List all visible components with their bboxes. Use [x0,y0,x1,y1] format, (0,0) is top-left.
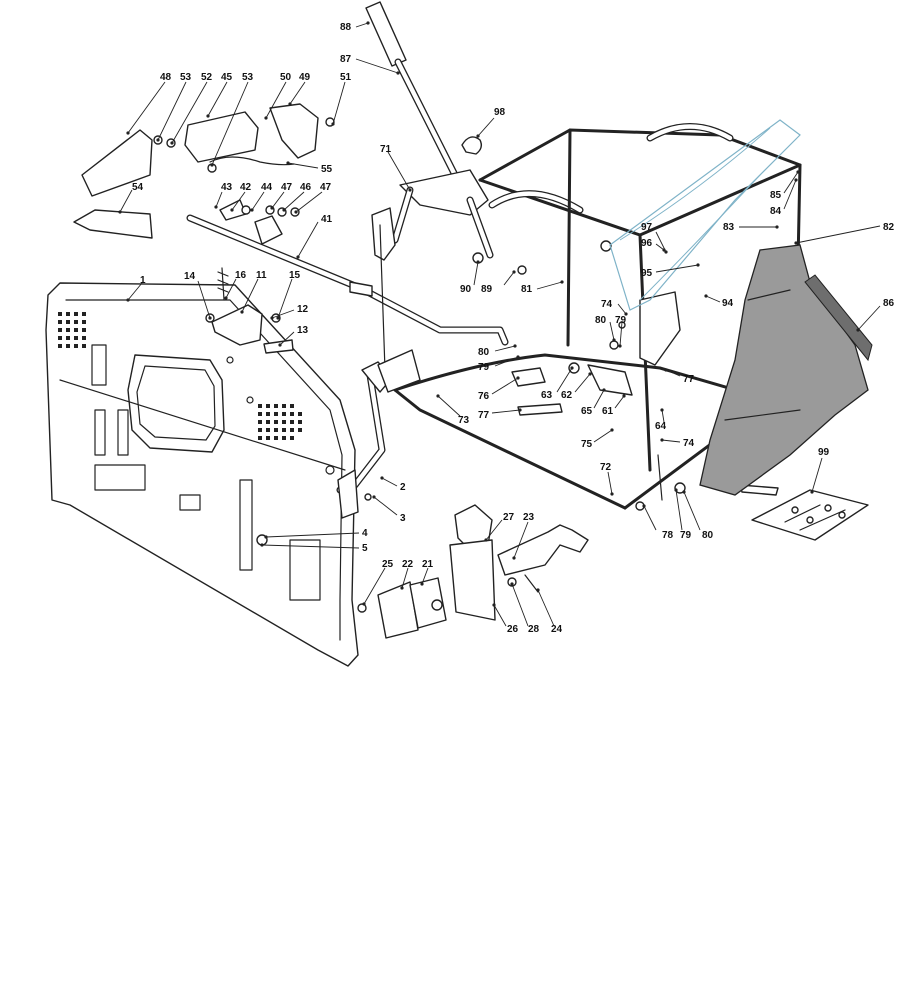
callout-46: 46 [300,182,312,193]
bag-frame-overlay [609,119,801,311]
callout-81: 81 [521,284,533,295]
callout-47a: 47 [281,182,293,193]
callout-77a: 77 [683,374,695,385]
callouts: 88 87 98 71 48 53 52 45 53 50 49 51 55 4… [118,21,895,635]
callout-24: 24 [551,624,563,635]
callout-74a: 74 [601,299,613,310]
callout-21: 21 [422,559,434,570]
callout-12: 12 [297,304,309,315]
callout-54: 54 [132,182,144,193]
callout-49: 49 [299,72,311,83]
callout-79c: 79 [680,530,692,541]
callout-4: 4 [362,528,368,539]
knob-98 [461,136,483,155]
callout-63: 63 [541,390,553,401]
callout-97: 97 [641,222,653,233]
lift-rod [186,214,509,346]
callout-23: 23 [523,512,535,523]
callout-41: 41 [321,214,333,225]
callout-52: 52 [201,72,213,83]
callout-65: 65 [581,406,593,417]
callout-80b: 80 [478,347,490,358]
callout-27: 27 [503,512,515,523]
callout-25: 25 [382,559,394,570]
callout-78: 78 [662,530,674,541]
callout-14: 14 [184,271,196,282]
callout-5: 5 [362,543,368,554]
callout-48: 48 [160,72,172,83]
callout-88: 88 [340,22,352,33]
callout-85: 85 [770,190,782,201]
callout-42: 42 [240,182,252,193]
callout-3: 3 [400,513,406,524]
callout-15: 15 [289,270,301,281]
callout-1: 1 [140,275,146,286]
callout-90: 90 [460,284,472,295]
callout-50: 50 [280,72,292,83]
callout-45: 45 [221,72,233,83]
hardware-kit [751,489,869,541]
callout-76: 76 [478,391,490,402]
callout-79a: 79 [615,315,627,326]
callout-11: 11 [256,270,267,281]
callout-95: 95 [641,268,653,279]
callout-87: 87 [340,54,352,65]
callout-71: 71 [380,144,392,155]
callout-28: 28 [528,624,540,635]
callout-73: 73 [458,415,470,426]
lower-brackets [357,504,589,639]
callout-2: 2 [400,482,406,493]
callout-86: 86 [883,298,895,309]
callout-44: 44 [261,182,273,193]
callout-96: 96 [641,238,653,249]
callout-72: 72 [600,462,612,473]
callout-64: 64 [655,421,667,432]
callout-79b: 79 [478,362,490,373]
callout-16: 16 [235,270,247,281]
callout-75: 75 [581,439,593,450]
callout-99: 99 [818,447,830,458]
callout-62: 62 [561,390,573,401]
callout-61: 61 [602,406,614,417]
callout-82: 82 [883,222,895,233]
callout-43: 43 [221,182,233,193]
callout-98: 98 [494,107,506,118]
callout-13: 13 [297,325,309,336]
callout-22: 22 [402,559,414,570]
callout-74b: 74 [683,438,695,449]
grass-bag [699,244,873,496]
callout-53b: 53 [242,72,254,83]
vent-grid-left [58,312,86,348]
callout-80a: 80 [595,315,607,326]
callout-89: 89 [481,284,493,295]
upper-left-hardware [73,103,335,245]
callout-80c: 80 [702,530,714,541]
vent-grid-right [258,404,302,440]
callout-94: 94 [722,298,734,309]
lift-lever [365,1,494,259]
callout-26: 26 [507,624,519,635]
callout-83: 83 [723,222,735,233]
callout-84: 84 [770,206,782,217]
rear-panel [45,282,359,667]
callout-53a: 53 [180,72,192,83]
callout-77b: 77 [478,410,490,421]
callout-47b: 47 [320,182,332,193]
callout-51: 51 [340,72,352,83]
callout-55: 55 [321,164,333,175]
